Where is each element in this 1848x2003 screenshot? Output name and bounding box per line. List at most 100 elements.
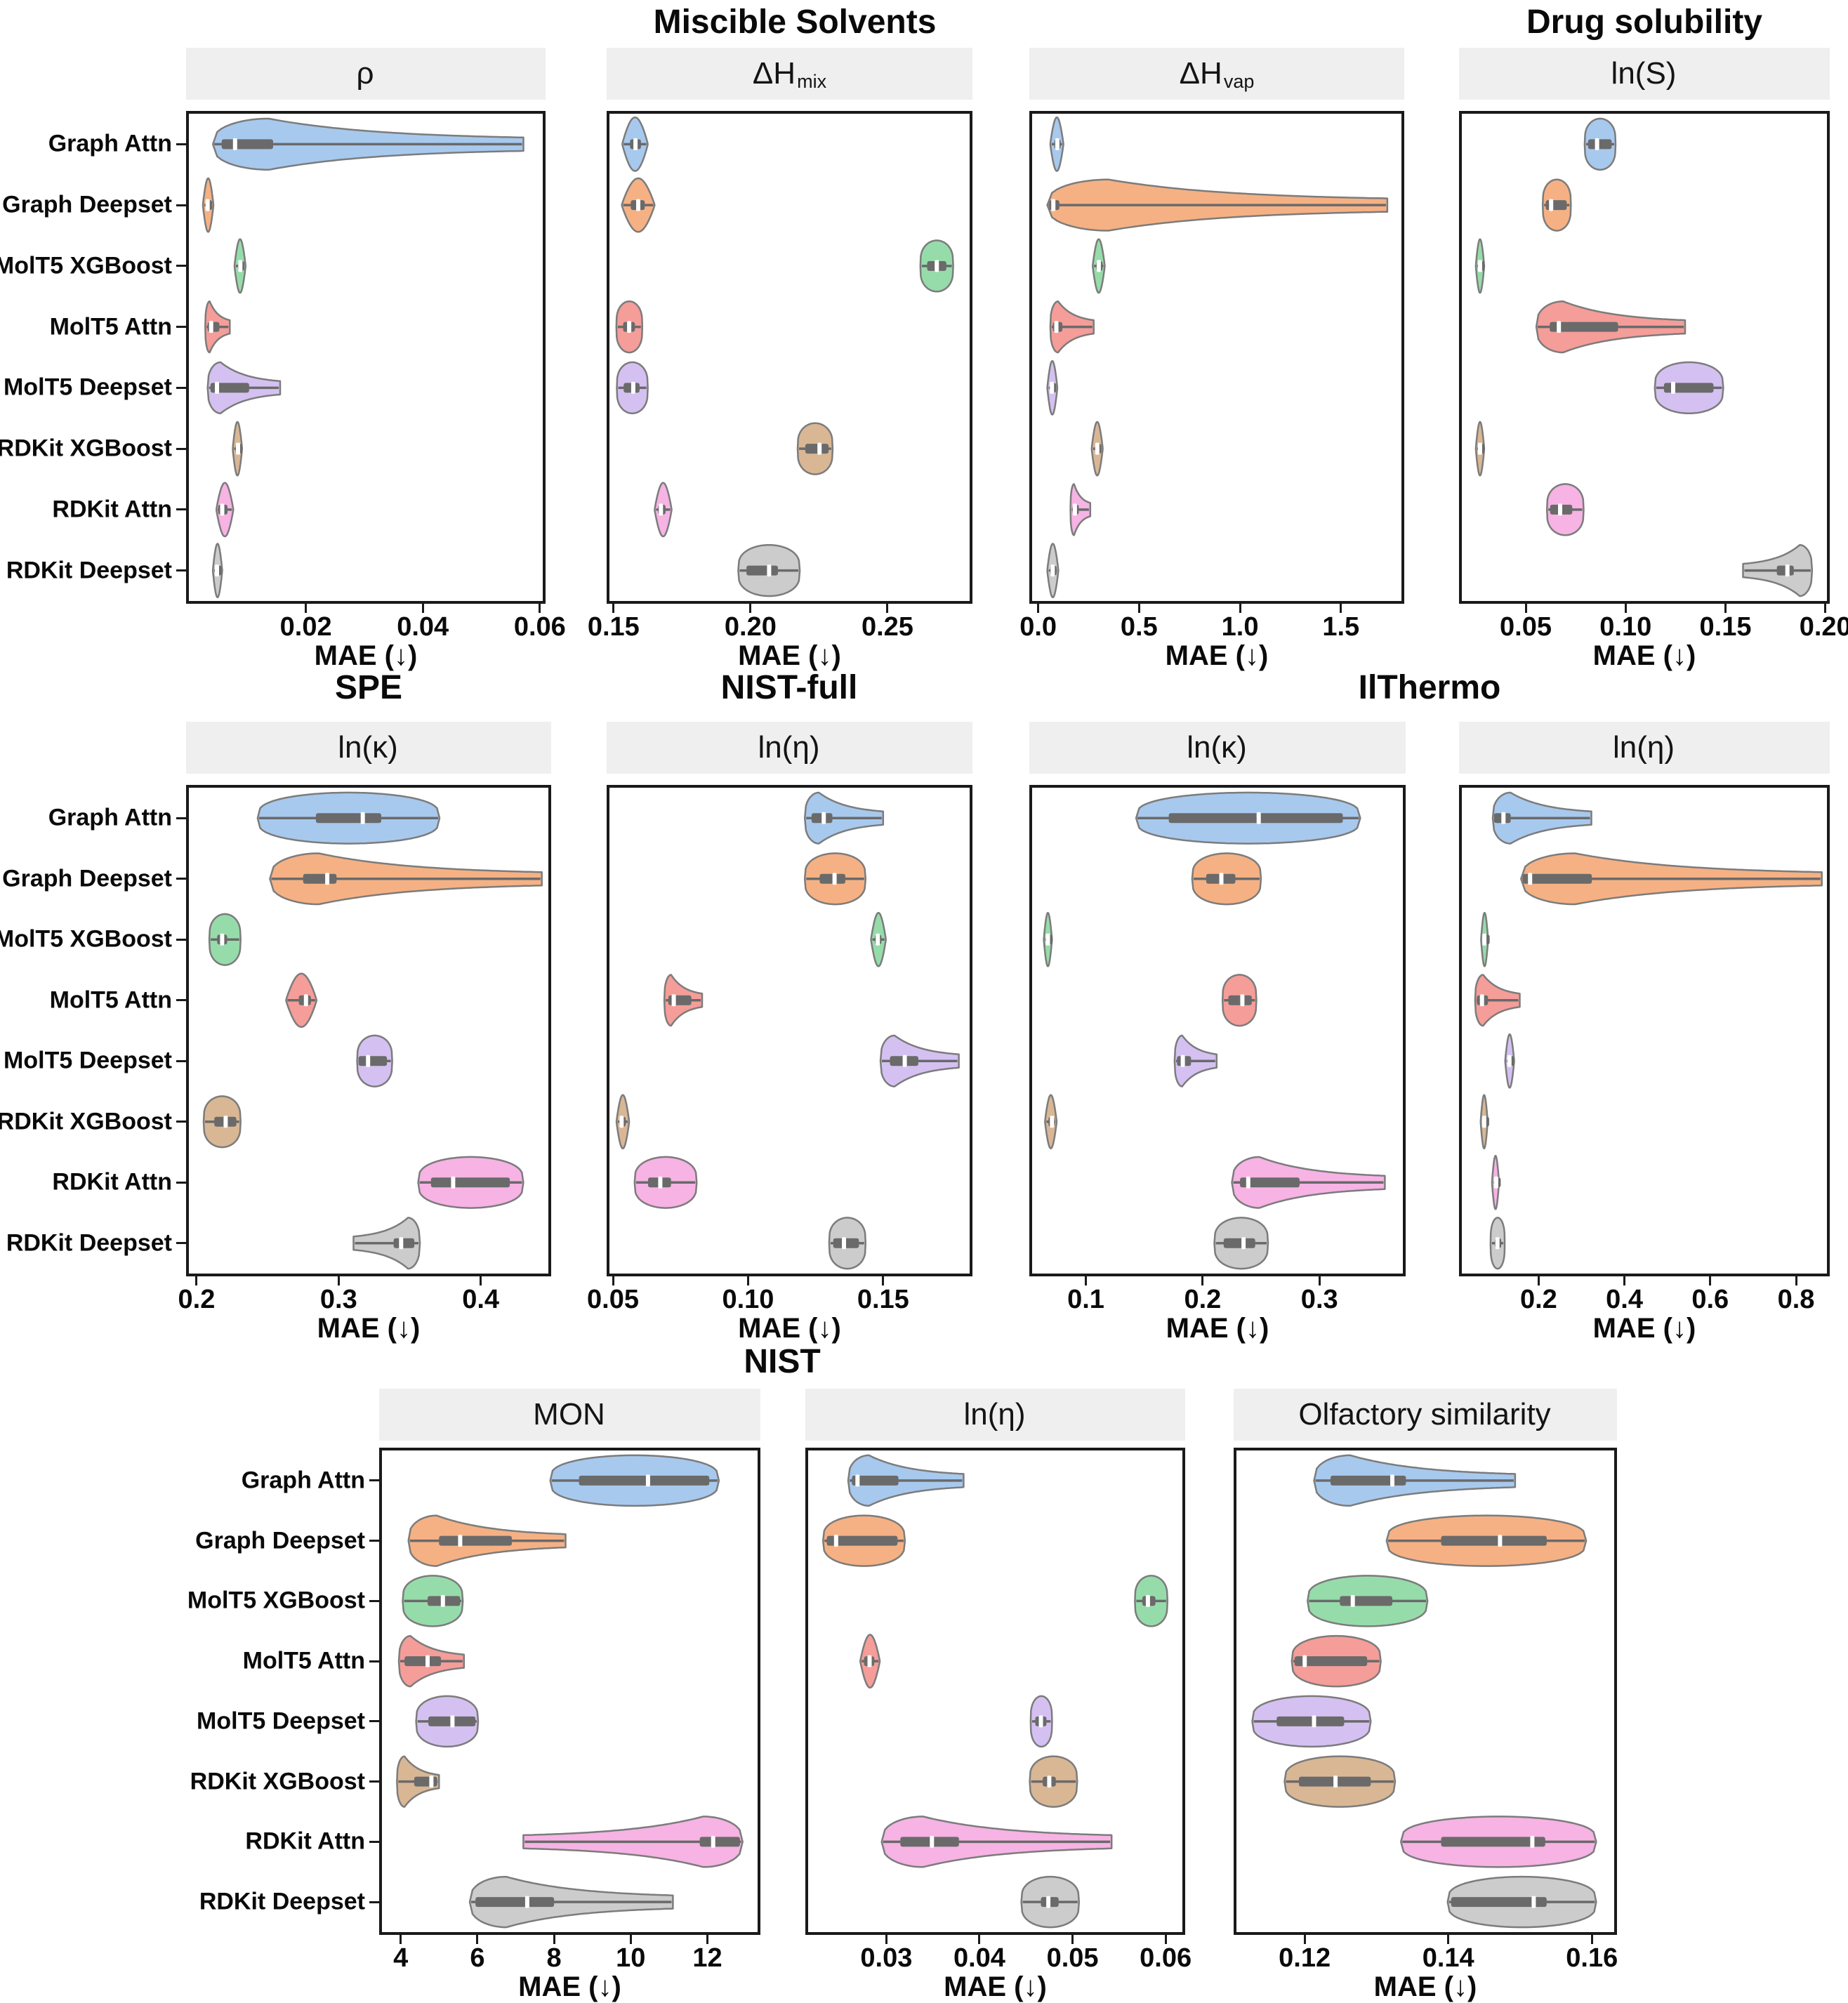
violin-molt5-attn: [1474, 974, 1521, 1027]
median-tick: [425, 1655, 430, 1667]
x-tick-label: 0.15: [587, 612, 640, 642]
x-tick-mark: [749, 604, 752, 613]
median-tick: [1241, 1237, 1246, 1250]
violin-rdkit-xgboost: [615, 1094, 631, 1150]
header-label: ΔH: [752, 56, 796, 91]
median-tick: [659, 503, 664, 516]
plot-area-dhmix: [607, 111, 972, 604]
iqr-box: [746, 565, 778, 576]
iqr-box: [1441, 1535, 1547, 1546]
y-label-rdkit-deepset: RDKit Deepset: [199, 1888, 365, 1915]
x-tick-label: 4: [393, 1943, 409, 1973]
x-tick-mark: [1623, 1276, 1626, 1285]
median-tick: [451, 1176, 456, 1189]
median-tick: [1558, 503, 1562, 516]
x-tick-mark: [1164, 1935, 1167, 1944]
median-tick: [1055, 138, 1060, 150]
x-tick-label: 0.04: [953, 1943, 1005, 1973]
y-label-molt5-attn: MolT5 Attn: [242, 1647, 365, 1674]
x-tick-label: 0.10: [722, 1285, 774, 1314]
x-tick-label: 1.5: [1322, 612, 1360, 642]
x-tick-label: 0.2: [1519, 1285, 1557, 1314]
iqr-box: [1340, 1596, 1392, 1606]
violin-graph-attn: [549, 1454, 720, 1507]
median-tick: [1038, 1715, 1043, 1728]
x-axis-label: MAE (↓): [944, 1971, 1047, 2002]
x-tick-label: 8: [546, 1943, 562, 1973]
violin-canvas-nistfull-lnh: [615, 791, 960, 1270]
median-tick: [1557, 321, 1562, 333]
y-label-graph-attn: Graph Attn: [48, 804, 172, 831]
median-tick: [633, 138, 638, 150]
median-tick: [619, 1116, 624, 1128]
x-tick-mark: [1303, 1935, 1306, 1944]
x-tick-label: 0.20: [1799, 612, 1848, 642]
plot-area-nistfull-lnh: [607, 785, 972, 1276]
violin-rdkit-deepset: [737, 543, 801, 597]
median-tick: [671, 994, 676, 1007]
iqr-box: [315, 813, 381, 824]
iqr-box: [1588, 139, 1612, 150]
x-tick-label: 0.06: [513, 612, 566, 642]
median-tick: [205, 199, 210, 211]
x-tick-label: 0.2: [1184, 1285, 1222, 1314]
median-tick: [1072, 503, 1077, 516]
x-tick-label: 0.05: [587, 1285, 639, 1314]
y-tick-mark: [176, 1059, 186, 1062]
group-title-drug-solubility: Drug solubility: [1526, 4, 1762, 41]
violin-rdkit-xgboost: [796, 422, 834, 475]
median-tick: [1507, 1055, 1512, 1067]
violin-molt5-xgboost: [1474, 238, 1486, 294]
iqr-box: [805, 444, 829, 454]
y-tick-mark: [176, 386, 186, 389]
median-tick: [645, 1474, 650, 1487]
median-tick: [1495, 1237, 1500, 1250]
violin-graph-deepset: [202, 177, 215, 233]
header-sub-label: vap: [1223, 70, 1255, 92]
x-tick-mark: [1524, 604, 1527, 613]
x-tick-label: 0.06: [1140, 1943, 1192, 1973]
median-tick: [303, 994, 308, 1007]
violin-rdkit-attn: [1069, 483, 1092, 536]
y-label-molt5-attn: MolT5 Attn: [49, 313, 172, 341]
x-axis-label: MAE (↓): [1592, 1313, 1696, 1344]
violin-molt5-attn: [1049, 300, 1095, 354]
subplot-header-il-lnk: ln(κ): [1029, 722, 1406, 774]
x-tick-mark: [421, 604, 424, 613]
median-tick: [855, 1474, 860, 1487]
median-tick: [1498, 1535, 1503, 1547]
x-tick-mark: [1537, 1276, 1540, 1285]
median-tick: [1047, 1776, 1052, 1788]
iqr-box: [1223, 1238, 1255, 1248]
iqr-box: [303, 873, 337, 884]
x-tick-label: 0.05: [1500, 612, 1552, 642]
violin-rdkit-attn: [1491, 1154, 1501, 1210]
y-label-graph-attn: Graph Attn: [241, 1467, 365, 1494]
x-tick-mark: [885, 1935, 887, 1944]
y-tick-mark: [369, 1599, 379, 1602]
y-label-molt5-xgboost: MolT5 XGBoost: [0, 925, 172, 953]
y-label-rdkit-xgboost: RDKit XGBoost: [0, 435, 172, 462]
x-tick-label: 0.16: [1566, 1943, 1618, 1973]
x-tick-label: 0.04: [397, 612, 449, 642]
x-axis-label: MAE (↓): [518, 1971, 621, 2002]
violin-molt5-deepset: [1173, 1034, 1218, 1088]
group-title-miscible-solvents: Miscible Solvents: [653, 4, 937, 41]
y-tick-mark: [176, 447, 186, 450]
x-tick-label: 0.3: [1300, 1285, 1338, 1314]
violin-canvas-il-lnh: [1474, 791, 1823, 1270]
violin-canvas-spe-lnk: [202, 791, 543, 1270]
x-tick-mark: [746, 1276, 749, 1285]
group-title-nist-full: NIST-full: [720, 669, 858, 706]
y-tick-mark: [369, 1479, 379, 1482]
x-axis-label: MAE (↓): [317, 1313, 421, 1344]
plot-area-nist-lnh: [805, 1448, 1185, 1935]
y-label-molt5-attn: MolT5 Attn: [49, 986, 172, 1014]
violin-graph-attn: [211, 117, 524, 171]
y-tick-mark: [176, 326, 186, 329]
y-label-molt5-xgboost: MolT5 XGBoost: [0, 252, 172, 279]
median-tick: [238, 260, 243, 272]
header-label: MON: [533, 1397, 605, 1432]
y-tick-mark: [369, 1840, 379, 1843]
violin-molt5-deepset: [356, 1034, 393, 1088]
